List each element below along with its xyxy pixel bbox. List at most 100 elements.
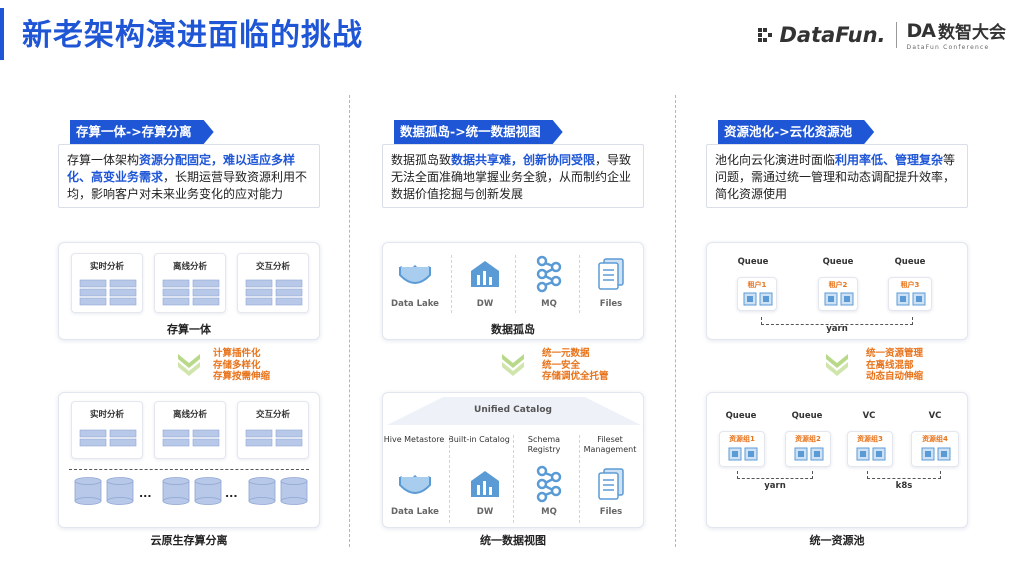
desc-text: ，长期运营导致资源利用不均，影响客户对未来业务变化的应对能力 <box>67 170 308 201</box>
workload-card: 实时分析 <box>71 401 143 459</box>
column-divider-2 <box>675 95 676 547</box>
icon-label: MQ <box>541 507 557 517</box>
desc-highlight: 利用率低、管理复杂 <box>835 153 944 167</box>
scheduler-label: yarn <box>764 481 786 491</box>
icon-label: Data Lake <box>391 507 439 517</box>
column-tag: 数据孤岛->统一数据视图 <box>394 120 563 144</box>
step-item: 存储调优全托管 <box>542 371 609 382</box>
desc-highlight: 资源分配固定，难以适应多样化、高变业务需求 <box>67 153 296 184</box>
step-item: 存储多样化 <box>213 359 261 371</box>
icon-divider <box>579 255 580 313</box>
workload-title: 交互分析 <box>255 262 290 272</box>
compute-node-icon <box>245 429 303 447</box>
queue-label: Queue <box>725 411 757 421</box>
scheduler-label: k8s <box>895 481 913 491</box>
resource-group-name: 资源组4 <box>922 435 948 443</box>
ellipsis: ... <box>225 487 238 500</box>
evolution-steps: 统一元数据 统一安全 存储调优全托管 <box>542 348 609 383</box>
catalog-service: Fileset Management <box>583 435 637 454</box>
tenant-box: 租户3 <box>888 277 932 311</box>
chip-icon <box>856 447 886 461</box>
icon-label: MQ <box>541 299 557 309</box>
evolution-steps: 计算插件化 存储多样化 存算按需伸缩 <box>213 348 270 383</box>
cloud-resource-panel: Queue Queue VC VC 资源组1 资源组2 资源组3 <box>706 392 968 528</box>
chip-icon <box>728 447 758 461</box>
coupled-architecture-panel: 实时分析 离线分析 交互分析 <box>58 242 320 340</box>
column-description: 数据孤岛致数据共享难，创新协同受限，导致无法全面准确地掌握业务全貌，从而制约企业… <box>382 144 644 208</box>
datafun-mark-icon <box>758 27 773 42</box>
column-description: 池化向云化演进时面临利用率低、管理复杂等问题，需通过统一管理和动态调配提升效率，… <box>706 144 968 208</box>
icon-divider <box>515 255 516 313</box>
resource-group-box: 资源组1 <box>719 431 765 467</box>
step-item: 计算插件化 <box>213 348 261 359</box>
column-tag: 资源池化->云化资源池 <box>718 120 874 144</box>
tenant-box: 租户1 <box>737 277 777 311</box>
icon-divider <box>449 435 450 523</box>
chip-icon <box>921 447 951 461</box>
desc-text: 等问题，需通过统一管理和动态调配提升效率，简化资源使用 <box>715 153 956 201</box>
icon-divider <box>451 255 452 313</box>
files-icon <box>598 258 624 290</box>
data-lake-icon <box>398 264 432 284</box>
queue-label: Queue <box>822 257 854 267</box>
logo-separator <box>895 21 897 48</box>
data-lake-icon <box>398 474 432 494</box>
queue-label: Queue <box>737 257 769 267</box>
scheduler-label: yarn <box>826 324 848 334</box>
workload-title: 离线分析 <box>172 262 207 272</box>
icon-label: DW <box>476 299 494 309</box>
resource-group-name: 资源组3 <box>857 435 883 443</box>
header-logos: DataFun. DA 数智大会 DataFun Conference <box>757 18 1006 51</box>
data-warehouse-icon <box>471 471 499 497</box>
panel-label: 存算一体 <box>167 323 211 336</box>
desc-text: 存算一体架构 <box>67 153 140 167</box>
unified-catalog-roof <box>387 397 641 425</box>
down-chevron-icon <box>178 354 200 376</box>
column-description: 存算一体架构资源分配固定，难以适应多样化、高变业务需求，长期运营导致资源利用不均… <box>58 144 320 208</box>
column-compute-storage: 存算一体->存算分离 存算一体架构资源分配固定，难以适应多样化、高变业务需求，长… <box>58 120 320 560</box>
desc-text: ，导致无法全面准确地掌握业务全貌，从而制约企业数据价值挖掘与创新发展 <box>391 153 632 201</box>
da-subtitle: DataFun Conference <box>906 44 990 51</box>
unified-catalog-label: Unified Catalog <box>474 405 552 415</box>
evolution-steps: 统一资源管理 在离线混部 动态自动伸缩 <box>866 348 923 383</box>
separated-architecture-panel: 实时分析 离线分析 交互分析 <box>58 392 320 528</box>
workload-card: 离线分析 <box>154 401 226 459</box>
workload-card: 离线分析 <box>154 253 226 313</box>
da-name: 数智大会 <box>938 23 1006 43</box>
panel-label: 数据孤岛 <box>491 323 535 336</box>
workload-card: 交互分析 <box>237 253 309 313</box>
column-tag: 存算一体->存算分离 <box>70 120 214 144</box>
compute-node-icon <box>162 429 220 447</box>
datafun-wordmark: DataFun. <box>779 22 886 47</box>
catalog-service: Schema Registry <box>527 435 561 454</box>
compute-storage-separator <box>69 469 309 470</box>
panel-label: 云原生存算分离 <box>150 534 228 547</box>
da-logo: DA 数智大会 DataFun Conference <box>906 18 1006 52</box>
chip-icon <box>743 292 773 306</box>
scheduler-bracket <box>867 471 941 479</box>
files-icon <box>598 468 624 500</box>
da-mark: DA <box>906 19 937 42</box>
resource-group-box: 资源组4 <box>911 431 959 467</box>
workload-title: 离线分析 <box>172 410 207 420</box>
pooled-resource-panel: Queue Queue Queue 租户1 租户2 租户3 <box>706 242 968 340</box>
down-chevron-icon <box>502 354 524 376</box>
workload-title: 交互分析 <box>255 410 290 420</box>
step-item: 动态自动伸缩 <box>866 371 924 382</box>
page-title: 新老架构演进面临的挑战 <box>22 18 363 53</box>
queue-label: VC <box>862 411 876 421</box>
scheduler-bracket <box>761 317 913 325</box>
step-item: 统一资源管理 <box>866 348 924 359</box>
resource-group-name: 资源组2 <box>795 435 821 443</box>
desc-text: 池化向云化演进时面临 <box>715 153 836 167</box>
compute-node-icon <box>79 429 137 447</box>
icon-label: Files <box>599 299 623 309</box>
tenant-box: 租户2 <box>818 277 858 311</box>
datafun-logo: DataFun. <box>757 22 886 47</box>
step-item: 统一安全 <box>542 359 581 371</box>
message-queue-icon <box>536 465 562 503</box>
desc-highlight: 数据共享难，创新协同受限 <box>451 153 596 167</box>
title-accent-bar <box>0 8 4 60</box>
workload-card: 实时分析 <box>71 253 143 313</box>
resource-group-name: 资源组1 <box>729 435 755 443</box>
